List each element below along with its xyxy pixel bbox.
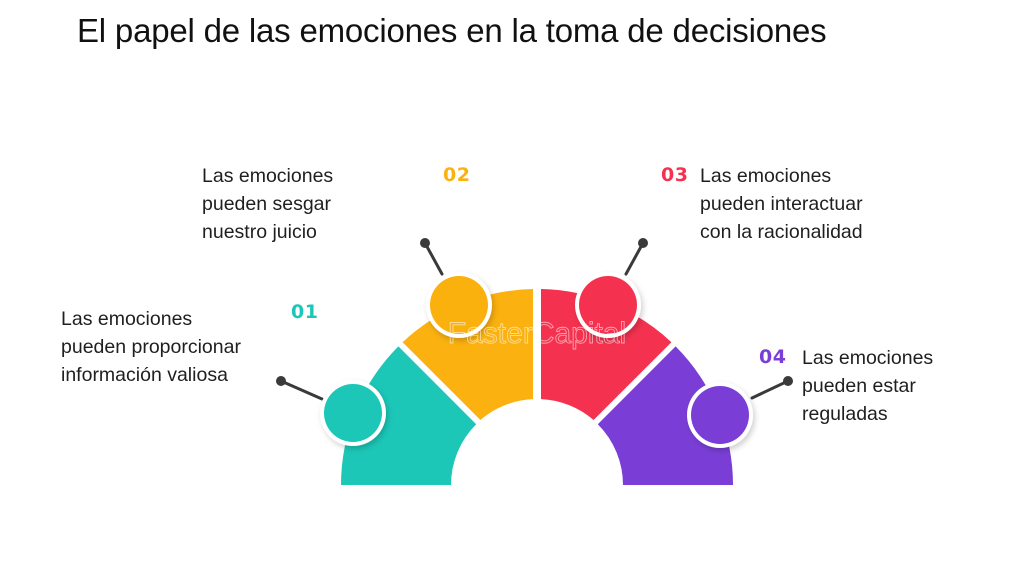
marker-circle-04	[687, 382, 753, 448]
connector-01	[276, 376, 324, 401]
item-number-03: 03	[661, 164, 689, 186]
item-number-02: 02	[443, 164, 471, 186]
marker-circle-01	[320, 380, 386, 446]
connector-03	[624, 238, 648, 276]
item-label-03: Las emociones pueden interactuar con la …	[700, 165, 863, 243]
segment-04	[597, 346, 733, 485]
item-label-01: Las emociones pueden proporcionar inform…	[61, 308, 241, 386]
watermark: FasterCapital	[448, 317, 626, 350]
marker-circle-03	[575, 272, 641, 338]
item-number-01: 01	[291, 301, 319, 323]
marker-circle-02	[426, 272, 492, 338]
segment-01	[341, 346, 477, 485]
page-title: El papel de las emociones en la toma de …	[77, 12, 827, 49]
connector-04	[750, 376, 793, 400]
connector-02	[420, 238, 444, 276]
item-label-04: Las emociones pueden estar reguladas	[802, 347, 934, 425]
item-label-02: Las emociones pueden sesgar nuestro juic…	[202, 165, 334, 243]
item-number-04: 04	[759, 346, 787, 368]
segment-03	[541, 289, 672, 420]
